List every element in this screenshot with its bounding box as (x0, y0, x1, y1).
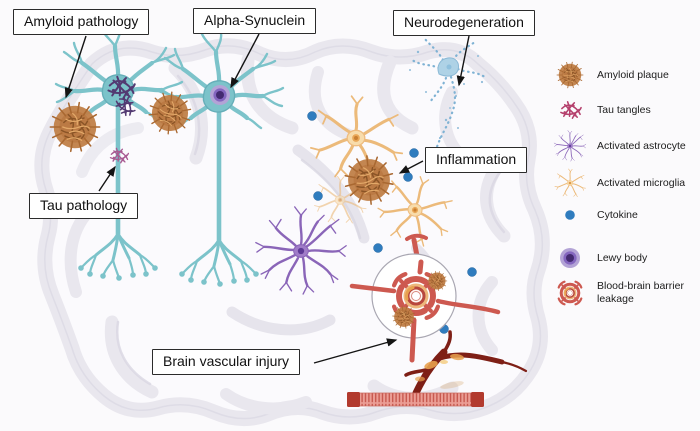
activated-microglia-icon (550, 166, 590, 200)
lewy-body (210, 85, 230, 105)
legend-label: Lewy body (597, 251, 648, 264)
legend-item-lewy-body: Lewy body (550, 247, 647, 269)
tau-tangles-icon (550, 98, 590, 123)
activated-astrocyte-icon (550, 129, 590, 163)
legend-label: Blood-brain barrier leakage (597, 280, 684, 305)
arrow-neurodegeneration (456, 35, 470, 87)
label-alpha-synuclein: Alpha-Synuclein (193, 8, 317, 34)
arrow-tau-pathology (98, 165, 116, 192)
label-inflammation: Inflammation (425, 147, 528, 173)
label-neurodegeneration: Neurodegeneration (393, 10, 535, 36)
lewy-body-icon (550, 247, 590, 269)
legend-label: Cytokine (597, 209, 638, 221)
legend-item-activated-astrocyte: Activated astrocyte (550, 129, 686, 163)
label-amyloid-pathology: Amyloid pathology (13, 9, 150, 35)
striated-capillary (347, 392, 484, 407)
arrow-brain-vascular-injury (313, 338, 398, 364)
legend-label: Activated astrocyte (597, 139, 686, 152)
legend-item-cytokine: Cytokine (550, 209, 638, 222)
arrow-inflammation (398, 160, 424, 174)
legend-item-activated-microglia: Activated microglia (550, 166, 685, 200)
legend-item-tau-tangles: Tau tangles (550, 98, 651, 123)
blood-brain-barrier-leakage-icon (550, 277, 590, 309)
legend-label: Tau tangles (597, 104, 651, 117)
arrow-amyloid-pathology (64, 35, 87, 99)
label-brain-vascular-injury: Brain vascular injury (152, 349, 301, 375)
amyloid-plaque-icon (550, 59, 590, 91)
arrow-alpha-synuclein (230, 33, 260, 89)
damaged-vessel (404, 330, 528, 397)
legend-label: Activated microglia (597, 176, 686, 189)
cytokine-icon (550, 209, 590, 221)
label-tau-pathology: Tau pathology (29, 193, 139, 219)
legend-item-blood-brain-barrier-leakage: Blood-brain barrier leakage (550, 277, 695, 309)
callout-arrows (64, 33, 470, 364)
legend-label: Amyloid plaque (597, 68, 669, 81)
legend-item-amyloid-plaque: Amyloid plaque (550, 59, 669, 91)
vascular-magnifier-circle (349, 233, 501, 363)
